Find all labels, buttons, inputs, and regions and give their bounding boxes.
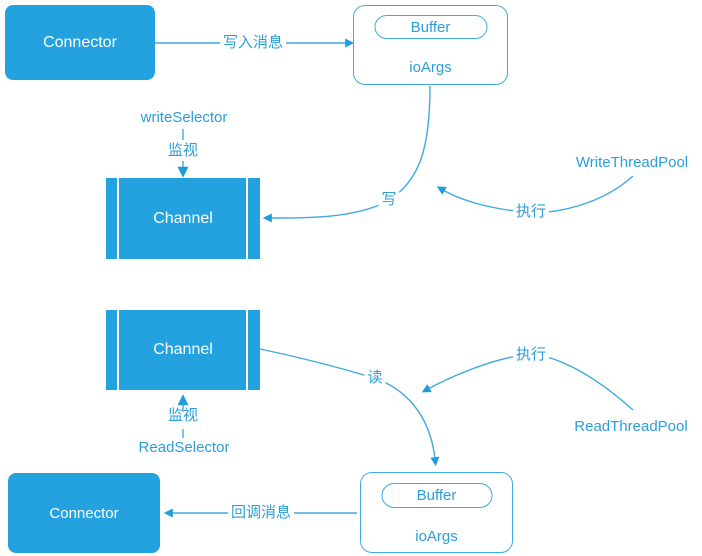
channel-write-box: Channel (106, 178, 260, 259)
connector-bottom-box: Connector (8, 473, 160, 553)
read-selector-label: ReadSelector (138, 438, 230, 456)
connector-top-label: Connector (43, 33, 117, 51)
channel-read-stripe-left (117, 310, 119, 390)
monitor-write-label: 监视 (167, 141, 199, 159)
read-label: 读 (364, 369, 386, 387)
buffer-top-pill: Buffer (374, 15, 487, 39)
edge-read-curve (259, 348, 440, 467)
ioargs-bottom-box: Buffer ioArgs (360, 472, 513, 553)
execute-write-label: 执行 (512, 203, 550, 221)
buffer-bottom-label: Buffer (416, 487, 457, 504)
connector-top-box: Connector (5, 5, 155, 80)
channel-read-box: Channel (106, 310, 260, 390)
ioargs-bottom-label: ioArgs (415, 528, 458, 545)
channel-write-stripe-left (117, 178, 119, 259)
channel-write-label: Channel (153, 209, 213, 227)
edge-write-curve (262, 85, 431, 223)
ioargs-top-box: Buffer ioArgs (353, 5, 508, 85)
callback-message-label: 回调消息 (227, 504, 295, 522)
channel-read-stripe-right (246, 310, 248, 390)
execute-read-label: 执行 (512, 346, 550, 364)
write-message-label: 写入消息 (219, 34, 287, 52)
ioargs-top-label: ioArgs (409, 59, 452, 76)
read-thread-pool-label: ReadThreadPool (574, 417, 688, 435)
channel-write-stripe-right (246, 178, 248, 259)
write-selector-label: writeSelector (140, 108, 228, 126)
write-label: 写 (378, 191, 400, 209)
buffer-bottom-pill: Buffer (381, 483, 492, 508)
buffer-top-label: Buffer (410, 18, 451, 36)
channel-read-label: Channel (153, 341, 213, 358)
connector-bottom-label: Connector (49, 504, 119, 522)
monitor-read-label: 监视 (167, 406, 199, 424)
write-thread-pool-label: WriteThreadPool (575, 153, 689, 171)
